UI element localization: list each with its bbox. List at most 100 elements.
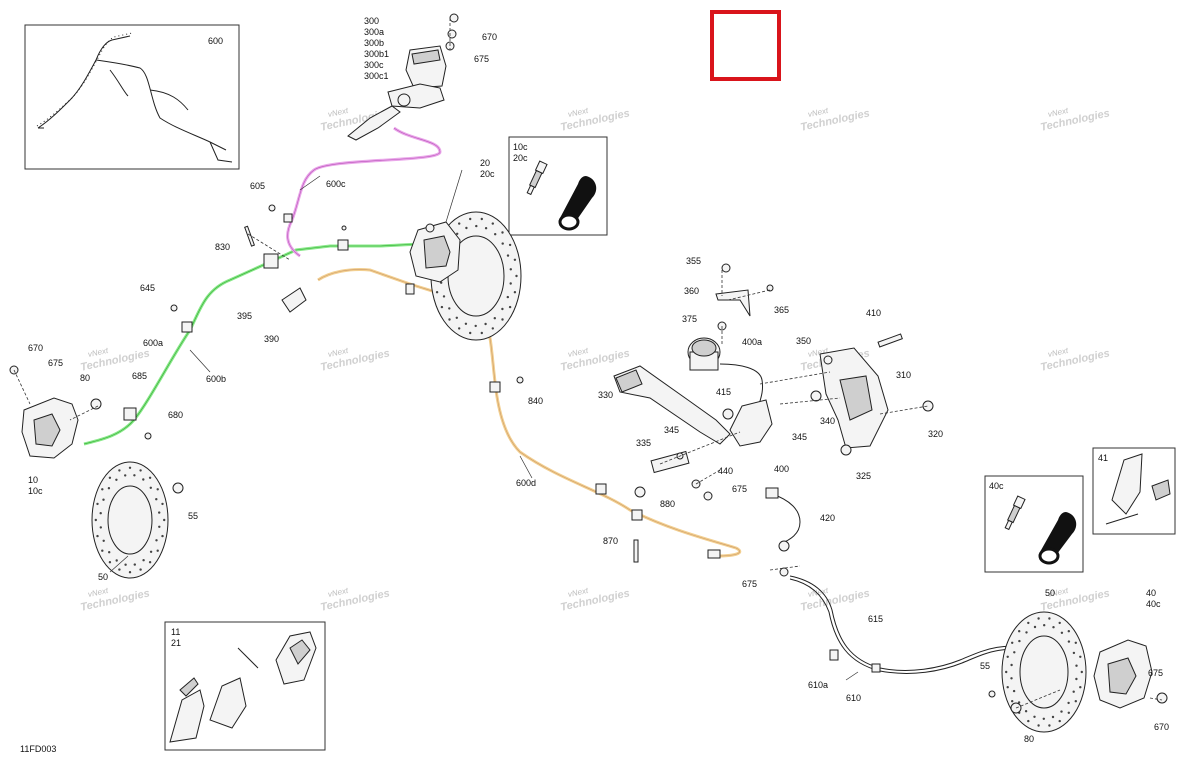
disc-hole [1060,631,1064,634]
disc-hole [440,305,444,309]
disc-hole [515,274,518,278]
disc-hole [1075,664,1078,667]
inset-harness: 600 [24,24,240,170]
callout-675: 675 [474,54,489,64]
callout-645: 645 [140,283,155,293]
disc-hole [1027,719,1030,723]
disc-hole [448,318,451,321]
disc-hole [509,268,512,271]
disc-hole [1060,710,1063,713]
disc-hole [501,242,504,245]
disc-hole [491,327,494,330]
disc-hole [1006,686,1009,689]
svg-text:vNext: vNext [87,586,110,599]
line-clip [595,483,607,495]
disc-hole [1006,655,1009,658]
callout-335: 335 [636,438,651,448]
line-clip [181,321,193,333]
disc-hole [163,518,166,522]
svg-text:vNext: vNext [567,346,590,359]
callout-310: 310 [896,370,911,380]
disc-hole [1058,719,1061,723]
disc-hole [475,224,478,228]
line-clip [707,549,721,559]
disc-hole [133,563,136,566]
disc-hole [508,305,512,309]
svg-text:vNext: vNext [1047,586,1070,599]
callout-410: 410 [866,308,881,318]
callout-80: 80 [80,373,90,383]
disc-hole [1011,700,1014,703]
disc-hole [465,226,468,230]
svg-text:vNext: vNext [807,106,830,119]
disc-hole [1010,677,1013,680]
callout-420: 420 [820,513,835,523]
callout-400a: 400a [742,337,762,347]
callout-300: 300 [364,16,379,26]
callout-680: 680 [168,410,183,420]
rear-disc [1001,611,1087,733]
callout-20c: 20c [513,153,528,163]
brake-line-600c-outline [287,127,441,257]
disc-hole [1010,663,1013,667]
disc-hole [94,518,98,522]
callout-600: 600 [208,36,223,46]
disc-hole [107,487,111,490]
disc-hole [1027,621,1030,625]
svg-text:vNext: vNext [1047,106,1070,119]
disc-hole [484,322,487,326]
pedal-bracket [715,289,934,456]
callout-685: 685 [132,371,147,381]
disc-hole [1042,717,1046,720]
callout-610: 610 [846,693,861,703]
svg-text:vNext: vNext [567,106,590,119]
callout-615: 615 [868,614,883,624]
disc-hole [124,563,127,566]
callout-40c: 40c [989,481,1004,491]
callout-300b1: 300b1 [364,49,389,59]
inset-bleeder-right: 40c [984,475,1084,573]
callout-300b: 300b [364,38,384,48]
disc-holes [1005,617,1084,727]
disc-hole [1013,651,1016,654]
front-master-cylinder [347,13,459,141]
brake-pad [169,689,205,743]
callout-300c1: 300c1 [364,71,389,81]
disc-hole [156,488,159,491]
disc-hole [1058,621,1061,625]
harness-line [37,35,233,163]
disc-hole [442,295,446,298]
disc-hole [155,539,158,542]
disc-hole [142,559,145,562]
callout-330: 330 [598,390,613,400]
callout-320: 320 [928,429,943,439]
callout-20c: 20c [480,169,495,179]
disc-hole [1033,715,1036,718]
pad-pin [237,647,259,669]
disc-hole [1048,724,1051,727]
brake-switch [765,487,790,577]
disc-hole [1025,631,1028,634]
disc-hole [1018,630,1021,633]
callout-675: 675 [742,579,757,589]
disc-hole [101,488,104,491]
disc-hole [118,568,121,571]
callout-880: 880 [660,499,675,509]
callout-870: 870 [603,536,618,546]
callout-50: 50 [1045,588,1055,598]
disc-hole [501,307,504,311]
callout-600d: 600d [516,478,536,488]
disc-hole [501,318,504,321]
bleeder-screw [526,160,548,196]
svg-text:vNext: vNext [327,586,350,599]
callouts: 300 300a 300b 300b1 300c 300c1 670 675 6… [20,16,1169,754]
disc-hole [494,233,497,236]
callout-345: 345 [792,432,807,442]
disc-hole [458,222,461,225]
disc-hole [464,322,468,325]
